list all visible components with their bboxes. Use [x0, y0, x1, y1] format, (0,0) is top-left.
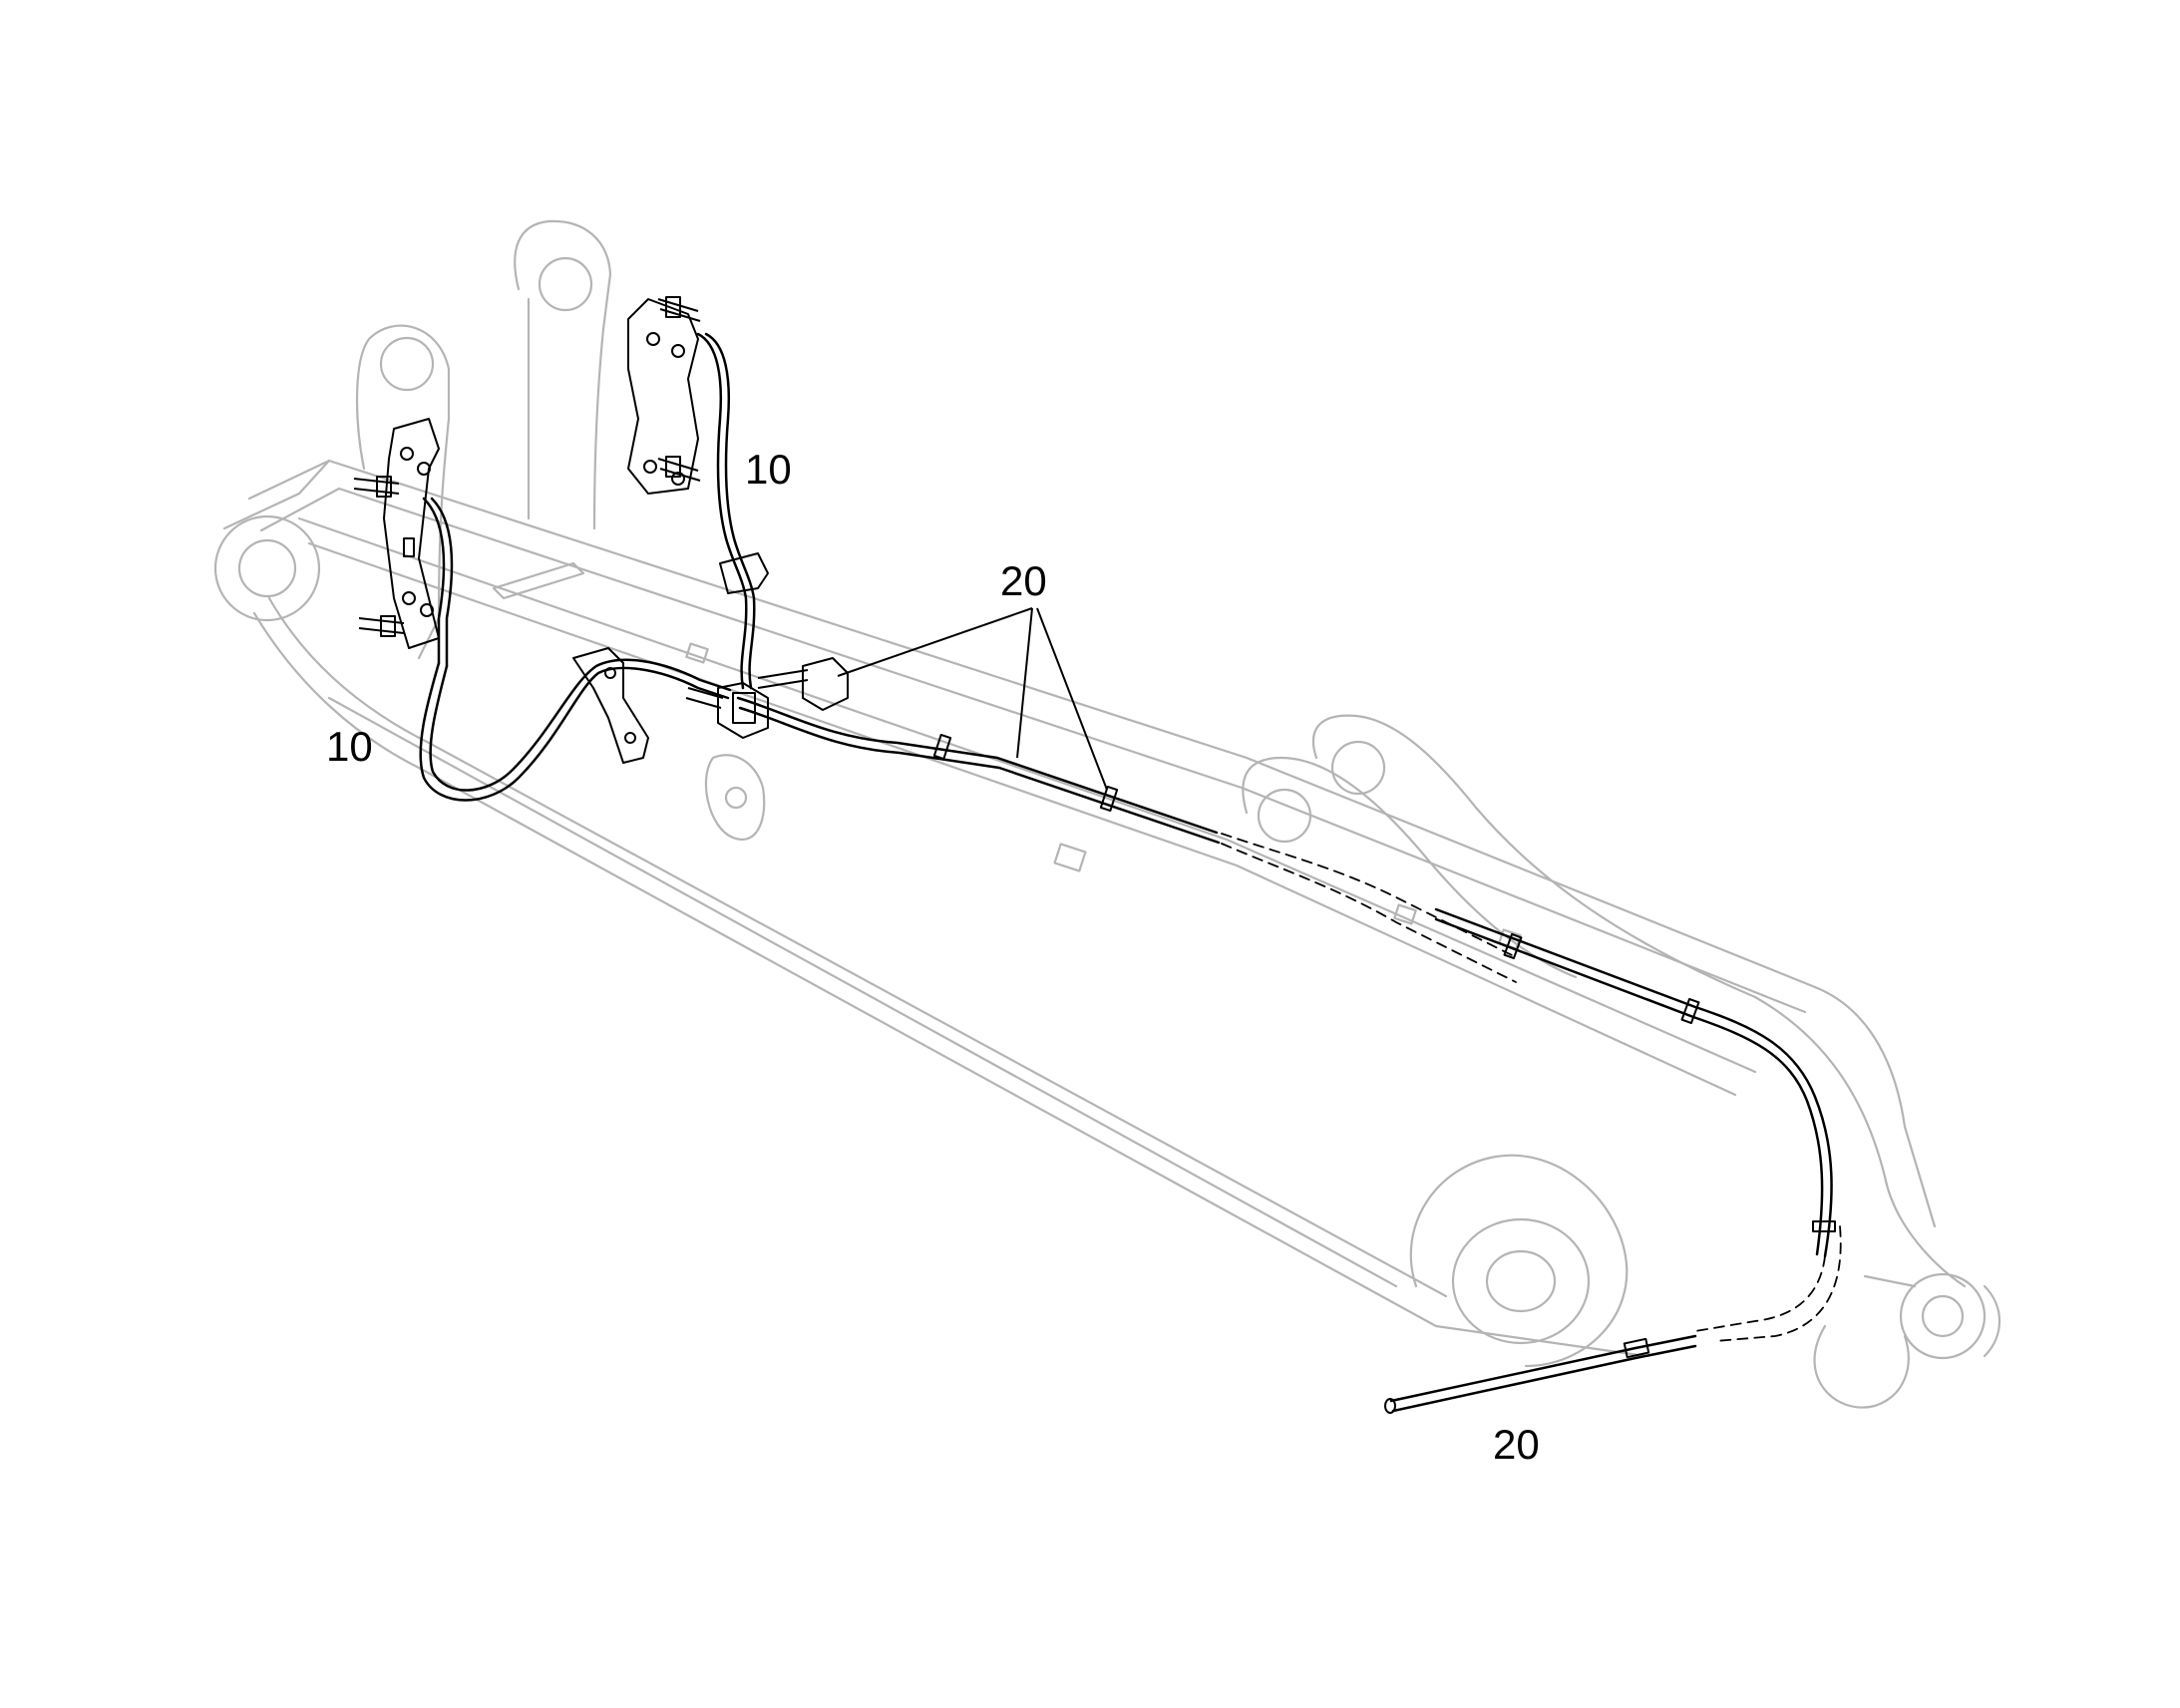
boom-mid-plate-left-hole	[1257, 788, 1312, 844]
boom-rear-plate-left	[355, 324, 451, 660]
boom-top-edge-inner	[259, 487, 1807, 1014]
hose-20-front-b	[1434, 917, 1824, 1256]
hose-clamp-5	[1812, 1220, 1836, 1232]
boom-top-edge-outer	[247, 459, 1817, 989]
callout-10-upper: 10	[745, 446, 792, 493]
boom-web-line	[307, 541, 1737, 1097]
connector-block	[802, 657, 849, 711]
boom-front-plate	[1753, 995, 1967, 1288]
leader-20-to-connector	[837, 607, 1033, 677]
boom-bottom-side	[327, 696, 1398, 1288]
rear-right-fitting-plate	[627, 298, 699, 495]
hose-20-front-a	[1434, 907, 1833, 1258]
boom-mid-plate-right	[1311, 714, 1757, 999]
boom-lug-3	[1393, 903, 1417, 925]
callout-leaders	[837, 607, 1108, 791]
boom-top-edge-side	[297, 516, 1757, 1074]
upper-hose-clamp-bracket	[719, 552, 769, 594]
boom-head-boss-outer	[1451, 1217, 1591, 1345]
boom-bracket-mid	[704, 754, 766, 841]
boom-head-boss-inner	[1485, 1249, 1557, 1313]
rear-left-fitting-plate	[383, 418, 440, 649]
hose-10-upper-b	[704, 332, 756, 690]
hose-10-rear-vertical-a	[422, 497, 446, 665]
callout-10-lower: 10	[326, 723, 373, 770]
boom-frame	[213, 219, 2001, 1409]
hose-20-hidden-d	[1714, 1225, 1842, 1342]
hose-clamp-2	[1099, 785, 1119, 813]
boom-pad-rear	[492, 561, 585, 600]
boom-foot-boss-outer	[213, 514, 321, 622]
leader-20-to-clamp-1	[1016, 607, 1033, 759]
boom-bottom-edge-outer	[252, 611, 1647, 1358]
boom-rear-plate-right-hole	[538, 256, 593, 312]
rear-left-fittings	[353, 447, 434, 637]
callout-20-upper: 20	[1000, 557, 1047, 604]
hose-20-tube-b	[1391, 1344, 1697, 1413]
hose-10-rear-vertical-b	[430, 497, 454, 668]
boom-tip-boss-outer	[1899, 1272, 1987, 1360]
hose-20-main-a	[736, 696, 1219, 835]
callout-20-lower: 20	[1493, 1421, 1540, 1468]
boom-head-outline	[1409, 1154, 1629, 1368]
hose-20-main-b	[738, 706, 1221, 845]
boom-rear-plate-right	[514, 219, 612, 530]
central-manifold	[717, 682, 769, 739]
hose-10-lower-outer	[419, 661, 730, 802]
hose-10-upper-a	[696, 332, 748, 690]
lower-hose-clamp-bracket	[572, 647, 649, 764]
boom-mid-plate-right-hole	[1330, 740, 1386, 796]
hose-lines	[419, 332, 1842, 1414]
hose-clamp-1	[932, 733, 952, 761]
boom-lug-2	[1053, 843, 1087, 872]
hose-20-tube-end	[1384, 1398, 1396, 1414]
boom-tip-boss-inner	[1921, 1294, 1965, 1338]
hose-20-hidden-b	[1221, 843, 1517, 983]
leader-20-to-clamp-2	[1036, 607, 1108, 791]
hose-20-hidden-a	[1221, 833, 1517, 958]
boom-lug-1	[685, 642, 709, 664]
hose-clamp-4	[1680, 997, 1700, 1025]
hose-20-tube-fitting	[1623, 1337, 1650, 1359]
rear-right-fittings	[643, 296, 701, 486]
hose-10-lower-inner	[429, 658, 732, 792]
boom-foot-boss-inner	[237, 538, 297, 598]
fittings	[353, 296, 849, 764]
hose-clamp-3	[1503, 932, 1523, 960]
boom-bottom-edge-inner	[267, 596, 1448, 1298]
hose-20-hidden-c	[1694, 1255, 1826, 1332]
boom-rear-plate-left-hole	[379, 336, 435, 392]
hose-20-tube-a	[1389, 1334, 1697, 1403]
